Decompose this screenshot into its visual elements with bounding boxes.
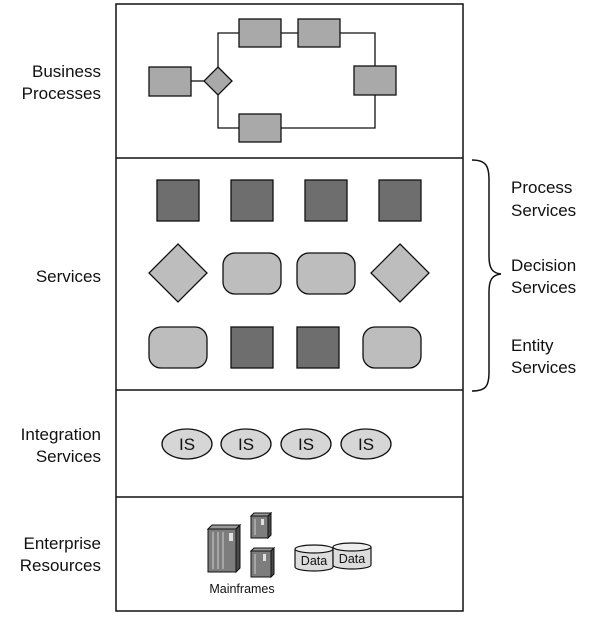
- decision-service-diamond: [370, 243, 430, 303]
- flow-connector: [217, 95, 239, 129]
- decision-service-diamond: [148, 243, 208, 303]
- process-task: [297, 18, 341, 48]
- process-service-square: [156, 179, 200, 222]
- layer-label-business-line2: Processes: [22, 84, 101, 103]
- services-grid: [148, 179, 430, 369]
- service-type-process-line1: Process: [511, 178, 572, 197]
- entity-service-square: [230, 326, 274, 369]
- process-task: [353, 65, 397, 96]
- service-type-process-line2: Services: [511, 201, 576, 220]
- layer-label-integration-line1: Integration: [21, 425, 101, 444]
- process-service-square: [230, 179, 274, 222]
- flow-connector: [217, 32, 239, 67]
- service-type-entity-line1: Entity: [511, 336, 554, 355]
- process-task: [148, 66, 192, 97]
- integration-node: [280, 428, 332, 460]
- integration-node-label: IS: [358, 435, 374, 454]
- entity-service-rounded: [148, 326, 208, 369]
- business-process-flow: [148, 18, 397, 143]
- layer-frame: [115, 3, 464, 612]
- process-service-square: [304, 179, 348, 222]
- service-type-entity-line2: Services: [511, 358, 576, 377]
- layer-label-integration-line2: Services: [36, 447, 101, 466]
- service-type-decision-line2: Services: [511, 278, 576, 297]
- service-types-brace: [471, 159, 502, 392]
- integration-node-label: IS: [179, 435, 195, 454]
- outer-frame: [115, 3, 464, 612]
- layer-label-services: Services: [36, 267, 101, 286]
- layer-label-enterprise-line1: Enterprise: [24, 534, 101, 553]
- integration-node: [340, 428, 392, 460]
- integration-node: [220, 428, 272, 460]
- data-store-label: Data: [301, 554, 327, 568]
- process-service-square: [378, 179, 422, 222]
- entity-service-rounded: [362, 326, 422, 369]
- mainframes-label: Mainframes: [209, 582, 274, 596]
- integration-node-label: IS: [298, 435, 314, 454]
- mainframe-icon: [206, 511, 276, 579]
- process-gateway: [203, 66, 233, 96]
- process-task: [238, 113, 282, 143]
- process-task: [238, 18, 282, 48]
- integration-node-label: IS: [238, 435, 254, 454]
- service-type-decision-line1: Decision: [511, 256, 576, 275]
- flow-connector: [340, 32, 376, 66]
- integration-services: [161, 428, 392, 460]
- decision-service-rounded: [296, 252, 356, 295]
- integration-node: [161, 428, 213, 460]
- database-icon: [332, 542, 372, 570]
- data-store-label: Data: [339, 552, 365, 566]
- flow-connector: [281, 95, 376, 129]
- decision-service-rounded: [222, 252, 282, 295]
- entity-service-square: [296, 326, 340, 369]
- layer-label-business-line1: Business: [32, 62, 101, 81]
- layer-label-enterprise-line2: Resources: [20, 556, 101, 575]
